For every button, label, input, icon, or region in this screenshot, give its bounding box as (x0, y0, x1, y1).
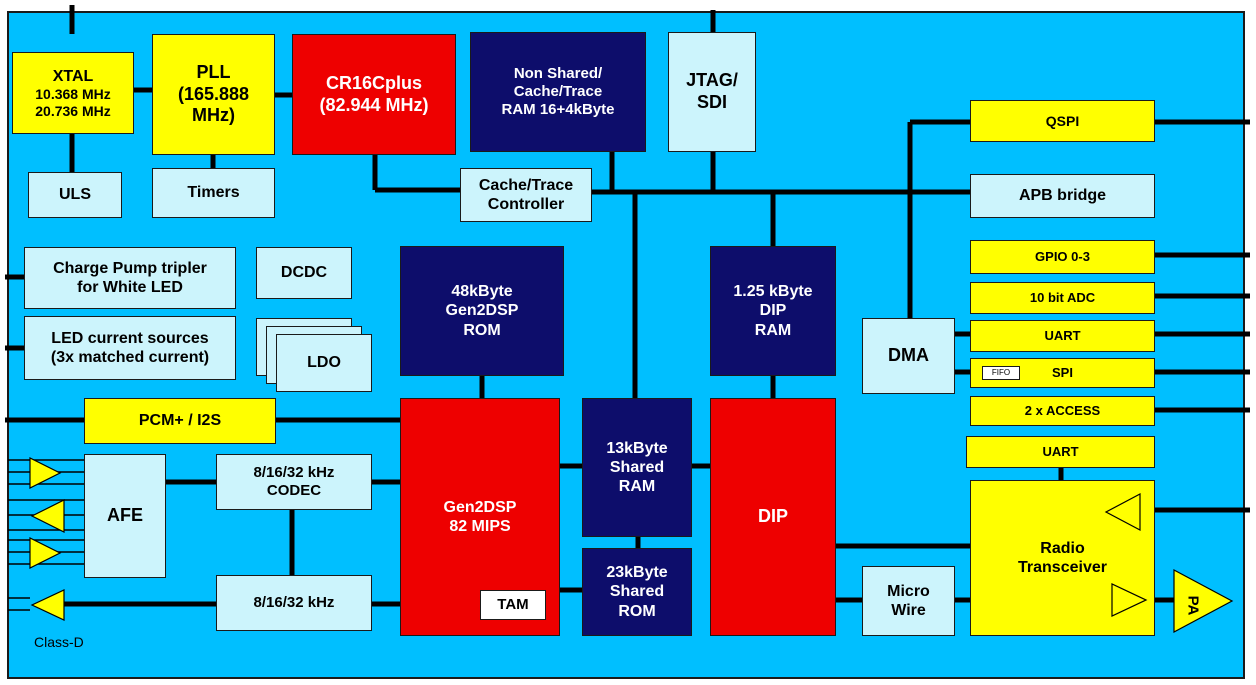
pa-triangle (1173, 568, 1234, 634)
uart2-label: UART (1042, 444, 1079, 460)
fifo-box: FIFO (982, 366, 1020, 380)
xtal-freq-1: 10.368 MHz (35, 85, 111, 102)
cache-ctrl-line-2: Controller (487, 196, 565, 213)
radio-transceiver-block: Radio Transceiver (970, 480, 1155, 636)
dip-ram-line-3: RAM (754, 321, 792, 339)
jtag-line-1: JTAG/ (686, 70, 738, 91)
pll-line-1: PLL (196, 62, 231, 83)
pll-block: PLL (165.888 MHz) (152, 34, 275, 155)
uart1-label: UART (1044, 328, 1081, 344)
tam-label: TAM (497, 596, 529, 613)
rom48-line-1: 48kByte (451, 283, 513, 301)
class-d-label: Class-D (34, 634, 84, 650)
ldo-label: LDO (307, 354, 341, 372)
charge-pump-line-1: Charge Pump tripler (53, 259, 207, 277)
led-current-block: LED current sources (3x matched current) (24, 316, 236, 380)
amp-triangle-3 (29, 537, 62, 569)
cr16-line-2: (82.944 MHz) (319, 94, 429, 115)
amp-triangle-classd (30, 589, 65, 621)
gpio-block: GPIO 0-3 (970, 240, 1155, 274)
xtal-title: XTAL (52, 67, 94, 85)
nonshared-ram-block: Non Shared/ Cache/Trace RAM 16+4kByte (470, 32, 646, 152)
shared-rom-block: 23kByte Shared ROM (582, 548, 692, 636)
dip-block: DIP (710, 398, 836, 636)
pa-label: PA (1184, 595, 1202, 616)
led-current-line-2: (3x matched current) (50, 349, 210, 366)
qspi-label: QSPI (1045, 112, 1080, 129)
radio-line-2: Transceiver (1018, 559, 1107, 576)
dma-block: DMA (862, 318, 955, 394)
dcdc-label: DCDC (280, 264, 328, 282)
gen2dsp-line-1: Gen2DSP (443, 498, 517, 516)
jtag-sdi-block: JTAG/ SDI (668, 32, 756, 152)
timers-block: Timers (152, 168, 275, 218)
dcdc-block: DCDC (256, 247, 352, 299)
rom23-line-3: ROM (618, 602, 656, 620)
uart-block-1: UART (970, 320, 1155, 352)
xtal-freq-2: 20.736 MHz (35, 102, 111, 119)
radio-line-1: Radio (1040, 539, 1085, 557)
dma-label: DMA (888, 345, 929, 366)
khz-block: 8/16/32 kHz (216, 575, 372, 631)
amp-triangle-2 (30, 499, 65, 533)
adc-block: 10 bit ADC (970, 282, 1155, 314)
uls-label: ULS (59, 186, 91, 204)
codec-line-2: CODEC (266, 482, 322, 499)
codec-line-1: 8/16/32 kHz (253, 464, 335, 481)
dip-label: DIP (757, 506, 788, 527)
jtag-line-2: SDI (696, 92, 727, 112)
codec-block: 8/16/32 kHz CODEC (216, 454, 372, 510)
charge-pump-block: Charge Pump tripler for White LED (24, 247, 236, 309)
access-block: 2 x ACCESS (970, 396, 1155, 426)
led-current-line-1: LED current sources (51, 329, 209, 347)
ldo-block: LDO (276, 334, 372, 392)
pcm-label: PCM+ / I2S (138, 412, 222, 430)
microwire-line-2: Wire (891, 602, 926, 619)
fifo-label: FIFO (991, 368, 1011, 378)
pcm-i2s-block: PCM+ / I2S (84, 398, 276, 444)
pll-line-2: (165.888 (177, 83, 250, 104)
cache-controller-block: Cache/Trace Controller (460, 168, 592, 222)
afe-label: AFE (107, 505, 143, 526)
khz-label: 8/16/32 kHz (253, 594, 335, 611)
adc-label: 10 bit ADC (1029, 290, 1096, 306)
ram13-line-2: Shared (609, 458, 665, 476)
xtal-block: XTAL 10.368 MHz 20.736 MHz (12, 52, 134, 134)
tam-block: TAM (480, 590, 546, 620)
apb-label: APB bridge (1018, 187, 1107, 205)
dip-ram-block: 1.25 kByte DIP RAM (710, 246, 836, 376)
cache-ctrl-line-1: Cache/Trace (478, 176, 574, 194)
charge-pump-line-2: for White LED (77, 279, 183, 296)
ram13-line-1: 13kByte (606, 439, 668, 457)
cr16-line-1: CR16Cplus (325, 72, 423, 93)
gen2dsp-line-2: 82 MIPS (449, 518, 511, 535)
rom48-line-2: Gen2DSP (445, 302, 519, 320)
spi-label: SPI (1052, 365, 1073, 381)
qspi-block: QSPI (970, 100, 1155, 142)
amp-triangle-1 (29, 457, 62, 489)
timers-label: Timers (187, 184, 240, 202)
gen2dsp-rom-block: 48kByte Gen2DSP ROM (400, 246, 564, 376)
microwire-block: Micro Wire (862, 566, 955, 636)
dip-ram-line-1: 1.25 kByte (733, 283, 813, 301)
uart-block-2: UART (966, 436, 1155, 468)
afe-block: AFE (84, 454, 166, 578)
gpio-label: GPIO 0-3 (1035, 249, 1090, 265)
rom48-line-3: ROM (463, 321, 501, 339)
cr16cplus-block: CR16Cplus (82.944 MHz) (292, 34, 456, 155)
microwire-line-1: Micro (887, 582, 930, 600)
dip-ram-line-2: DIP (759, 302, 787, 320)
access-label: 2 x ACCESS (1024, 403, 1101, 419)
rom23-line-1: 23kByte (606, 564, 668, 582)
nonshared-line-1: Non Shared/ (513, 65, 603, 82)
nonshared-line-3: RAM 16+4kByte (501, 101, 615, 118)
rom23-line-2: Shared (609, 583, 665, 601)
ram13-line-3: RAM (618, 478, 656, 496)
pll-line-3: MHz) (192, 105, 235, 126)
nonshared-line-2: Cache/Trace (513, 83, 603, 100)
shared-ram-block: 13kByte Shared RAM (582, 398, 692, 537)
apb-bridge-block: APB bridge (970, 174, 1155, 218)
uls-block: ULS (28, 172, 122, 218)
